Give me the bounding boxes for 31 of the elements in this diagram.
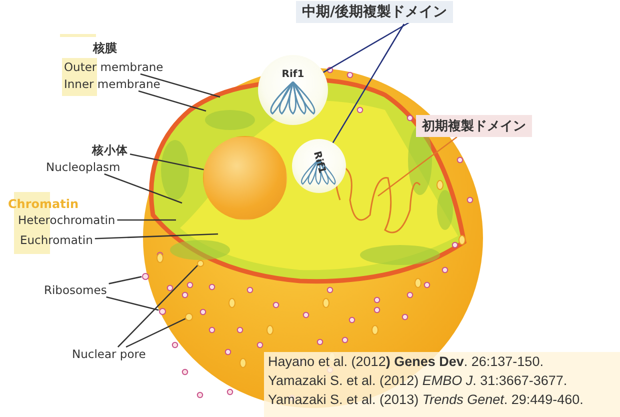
citation: Yamazaki S. et al. (2013) Trends Genet. 29:449-460. [267, 391, 584, 409]
leader-line [138, 90, 206, 112]
domain-heading: 中期/後期複製ドメイン [296, 1, 454, 23]
leader-line [378, 136, 458, 197]
leader-line [332, 24, 405, 144]
leader-line [140, 73, 220, 98]
part-label: Heterochromatin [18, 213, 116, 227]
part-label: Ribosomes [44, 283, 107, 297]
part-label: Euchromatin [20, 233, 93, 247]
domain-label: 初期複製ドメイン [416, 115, 532, 137]
part-label: 核小体 [92, 143, 128, 158]
leader-line [104, 173, 182, 204]
protein-label: Rif1 [310, 150, 328, 175]
citation: Yamazaki S. et al. (2012) EMBO J. 31:3667-3677. [267, 372, 568, 390]
protein-label: Rif1 [282, 69, 304, 80]
part-label: Nuclear pore [72, 347, 146, 361]
leader-line [126, 318, 186, 348]
leader-line [117, 219, 176, 221]
part-label: Inner membrane [64, 77, 160, 91]
leader-line [94, 233, 218, 240]
part-label: Nucleoplasm [46, 160, 120, 174]
citation: Hayano et al. (2012) Genes Dev. 26:137-150. [267, 353, 544, 371]
part-label: Outer membrane [64, 60, 164, 74]
group-heading: Chromatin [8, 197, 79, 211]
leader-line [322, 21, 410, 73]
leader-line [117, 265, 198, 348]
leader-line [108, 276, 142, 284]
leader-line [130, 154, 204, 170]
ribosome-dot [142, 272, 148, 280]
group-heading: 核膜 [93, 40, 117, 57]
leader-line [106, 296, 159, 311]
